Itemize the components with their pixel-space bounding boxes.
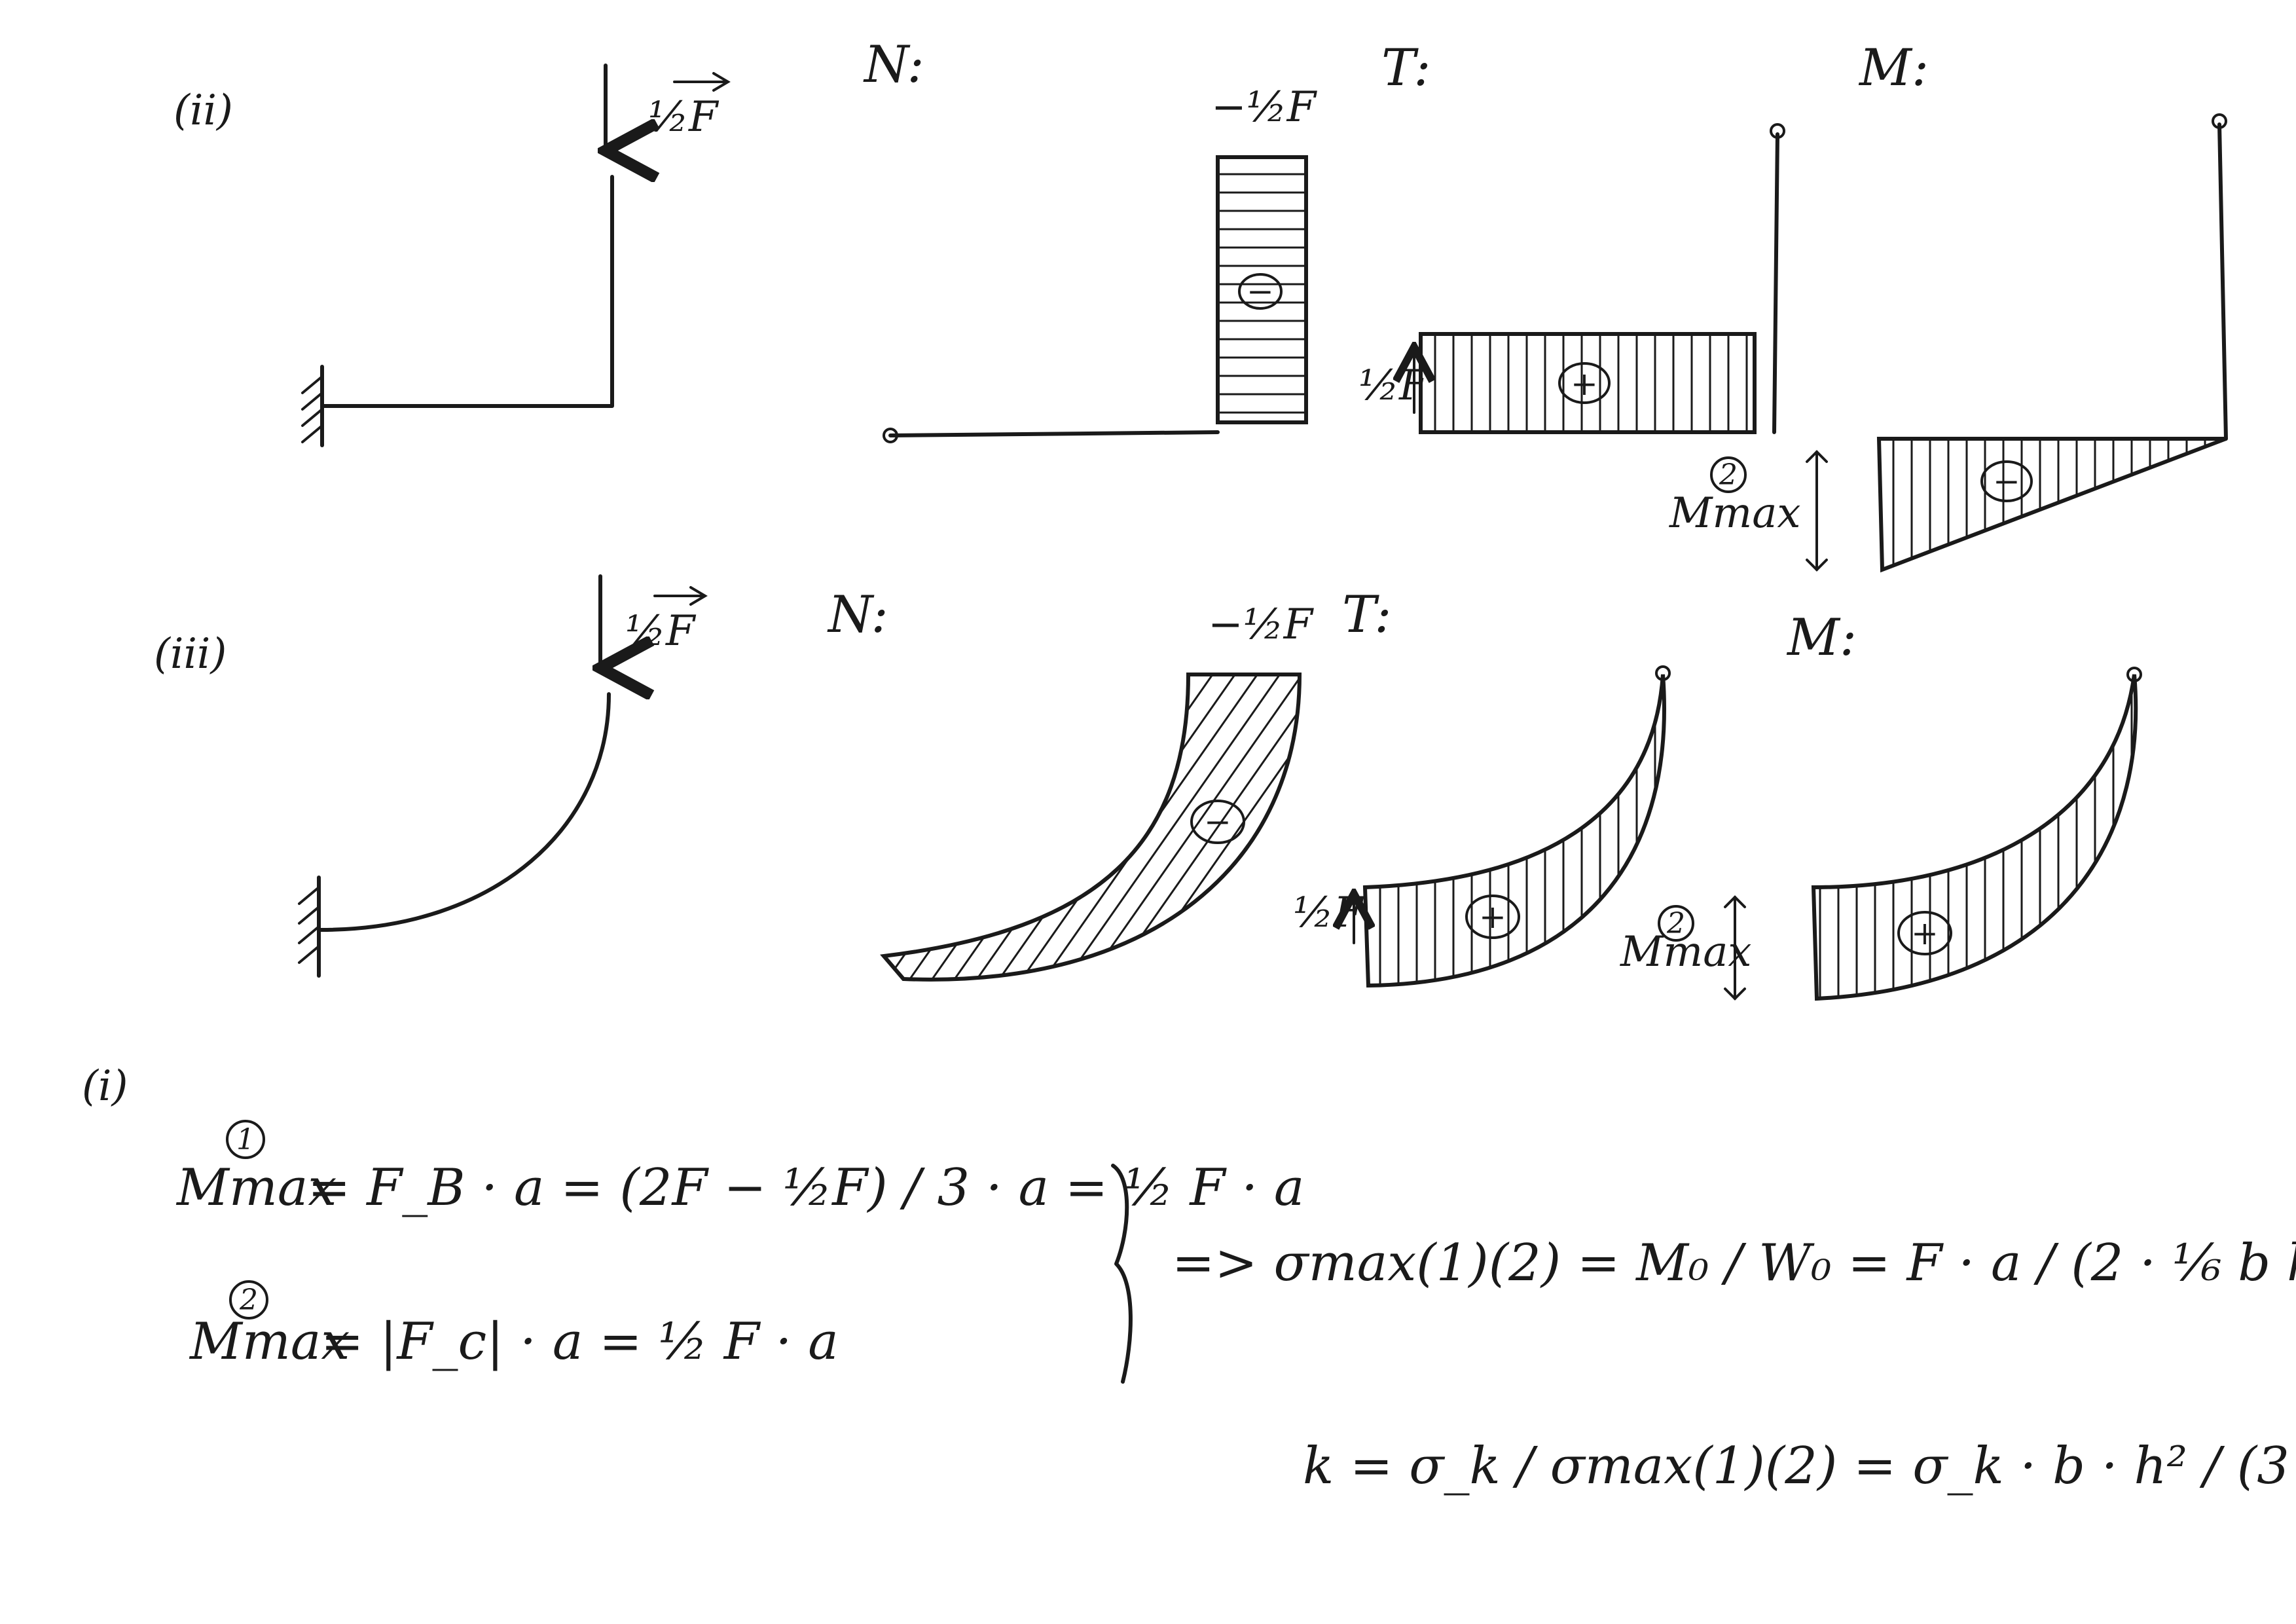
m-label-iii: M: [1786,608,1857,667]
index-circle-icon [226,1120,265,1159]
hinge-icon [1655,665,1671,681]
dim-arrow-icon [1724,895,1746,1001]
sign-badge-t-iii [1465,895,1520,939]
sign-badge-n-ii [1238,273,1283,310]
m-diagram-ii: M: − Mmax 2 [1669,39,2228,573]
m-max-label-iii: Mmax [1620,928,1751,976]
section-iii-label: (iii) [154,630,227,678]
t-label-iii: T: [1342,585,1392,644]
t-label-ii: T: [1381,39,1431,98]
sign-badge-m-iii [1897,911,1952,955]
dim-arrow-icon [1806,450,1828,572]
eq1-lhs: Mmax [175,1158,337,1217]
eq2-rhs: = |F_c| · a = ½ F · a [321,1312,839,1371]
t-sign-ii: + [1571,365,1598,403]
sign-badge-m-ii [1980,460,2033,502]
section-ii: (ii) ½F N: −½F − T: [173,35,2228,573]
structure-iii: ½F [298,574,708,978]
hinge-icon [1770,123,1785,139]
vector-arrow-icon [653,586,708,606]
section-i-label: (i) [82,1062,128,1111]
sign-badge-n-iii [1190,800,1245,844]
n-sign-ii: − [1247,272,1274,310]
index-circle-icon [1658,905,1694,942]
n-diagram-ii: N: −½F − [863,35,1318,443]
n-area-ii [1216,155,1308,424]
load-label-ii: ½F [648,93,720,141]
fixed-support-ii [301,375,323,443]
section-iii: (iii) ½F N: −½F − T: [154,574,2142,1001]
n-diagram-iii: N: −½F − [827,585,1315,982]
m-area-ii [1876,437,2227,573]
t-area-ii [1419,332,1757,434]
n-label-iii: N: [827,585,888,644]
section-ii-label: (ii) [173,86,233,135]
m-label-ii: M: [1858,39,1929,98]
m-max-index-iii: 2 [1666,907,1685,940]
t-sign-iii: + [1479,898,1506,936]
index-circle-icon [229,1280,268,1320]
n-label-ii: N: [863,35,924,94]
section-i: (i) Mmax 1 = F_B · a = (2F − ½F) / 3 · a… [82,1062,2296,1496]
n-area-iii [880,673,1302,982]
m-diagram-iii: M: + [1786,608,2142,1001]
t-area-iii [1362,674,1666,988]
hinge-icon [2212,113,2227,129]
m-max-label-ii: Mmax [1669,489,1800,538]
equation-2: Mmax 2 = |F_c| · a = ½ F · a [189,1280,839,1371]
eq1-rhs: = F_B · a = (2F − ½F) / 3 · a = ½ F · a [308,1158,1304,1217]
m-max-index-ii: 2 [1719,458,1738,492]
curly-brace [1111,1164,1133,1384]
m-sign-ii: − [1993,462,2020,500]
sign-badge-t-ii [1558,362,1611,404]
eq2-lhs: Mmax [189,1312,350,1371]
structure-ii: ½F [301,64,731,447]
m-sign-iii: + [1911,914,1939,952]
vector-arrow-icon [673,72,731,92]
equation-1: Mmax 1 = F_B · a = (2F − ½F) / 3 · a = ½… [175,1120,1304,1217]
n-value-iii: −½F [1208,600,1315,649]
t-value-ii: ½F [1358,361,1430,410]
eq4: k = σ_k / σmax(1)(2) = σ_k · b · h² / (3… [1303,1437,2296,1496]
hinge-icon [883,428,898,443]
eq2-index: 2 [239,1283,258,1317]
n-sign-iii: − [1204,803,1231,841]
fixed-support-iii [298,886,320,964]
eq1-index: 1 [236,1123,255,1156]
t-diagram-iii: T: + ½F Mmax 2 [1293,585,1751,1001]
m-area-iii [1811,674,2138,1001]
index-circle-icon [1710,456,1747,493]
t-diagram-ii: T: + ½F [1358,39,1785,434]
n-value-ii: −½F [1211,83,1318,132]
load-label-iii: ½F [625,607,697,655]
eq3: => σmax(1)(2) = M₀ / W₀ = F · a / (2 · ⅙… [1172,1234,2296,1293]
hinge-icon [2126,667,2142,682]
